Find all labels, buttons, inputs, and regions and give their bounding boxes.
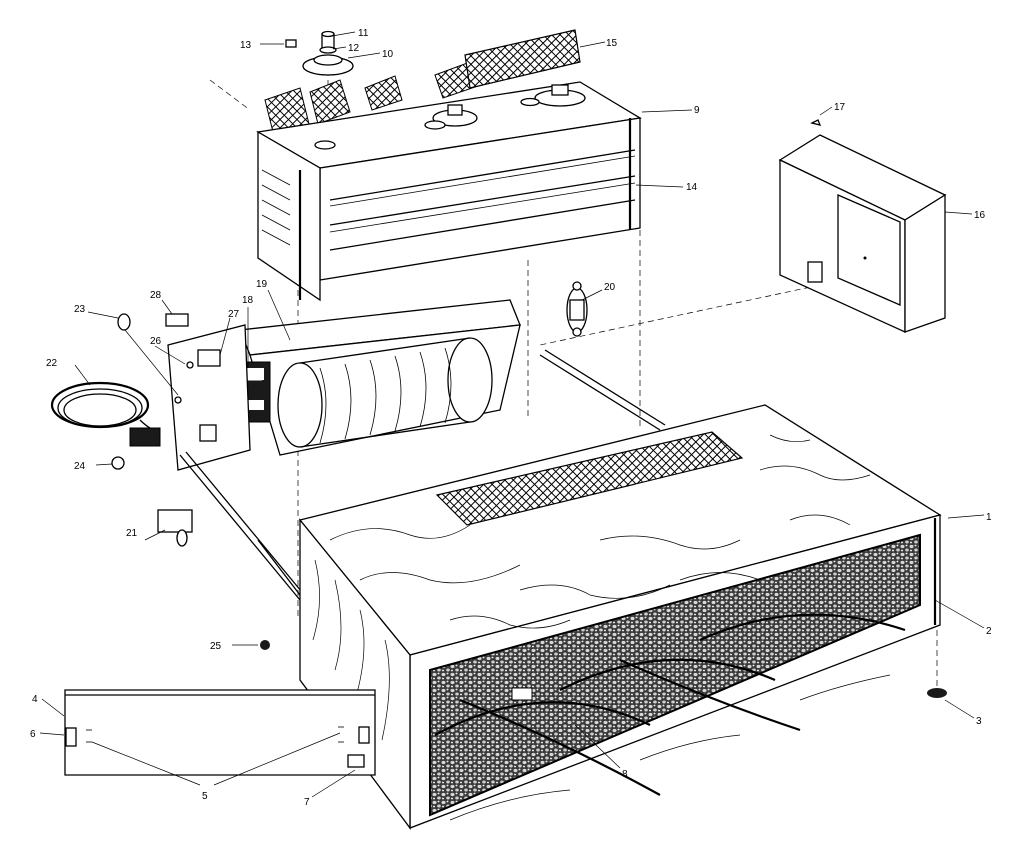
callout-10: 10 [382,49,394,60]
callout-7: 7 [304,797,310,808]
callout-20: 20 [604,282,616,293]
callout-18: 18 [242,295,254,306]
callout-22: 22 [46,358,58,369]
callout-12: 12 [348,43,360,54]
callout-6: 6 [30,729,36,740]
part-16-control-box [778,119,947,334]
callout-3: 3 [976,716,982,727]
part-15-top-grilles [264,29,581,141]
callout-2: 2 [986,626,992,637]
callout-5: 5 [202,791,208,802]
part-20-switch [566,281,588,337]
callout-27: 27 [228,309,240,320]
part-22-power-cord [50,381,161,447]
callout-8: 8 [622,769,628,780]
callout-numbers: 1 2 3 4 5 6 7 8 9 10 11 12 13 14 15 16 1… [30,28,992,808]
callout-24: 24 [74,461,86,472]
callout-4: 4 [32,694,38,705]
support-rods [179,349,666,601]
callout-1: 1 [986,512,992,523]
bottom-panel [64,689,376,776]
leader-lines [39,31,985,798]
loose-small-parts [111,313,947,698]
callout-16: 16 [974,210,986,221]
callout-25: 25 [210,641,222,652]
callout-9: 9 [694,105,700,116]
callout-28: 28 [150,290,162,301]
top-burner-knobs [285,30,586,150]
callout-14: 14 [686,182,698,193]
callout-26: 26 [150,336,162,347]
callout-17: 17 [834,102,846,113]
callout-21: 21 [126,528,138,539]
part-26-mounting-plate [167,324,251,471]
callout-23: 23 [74,304,86,315]
callout-19: 19 [256,279,268,290]
part-19-blower [227,299,521,456]
part-1-cabinet [298,404,942,830]
callout-11: 11 [358,28,369,39]
callout-15: 15 [606,38,618,49]
callout-13: 13 [240,40,252,51]
